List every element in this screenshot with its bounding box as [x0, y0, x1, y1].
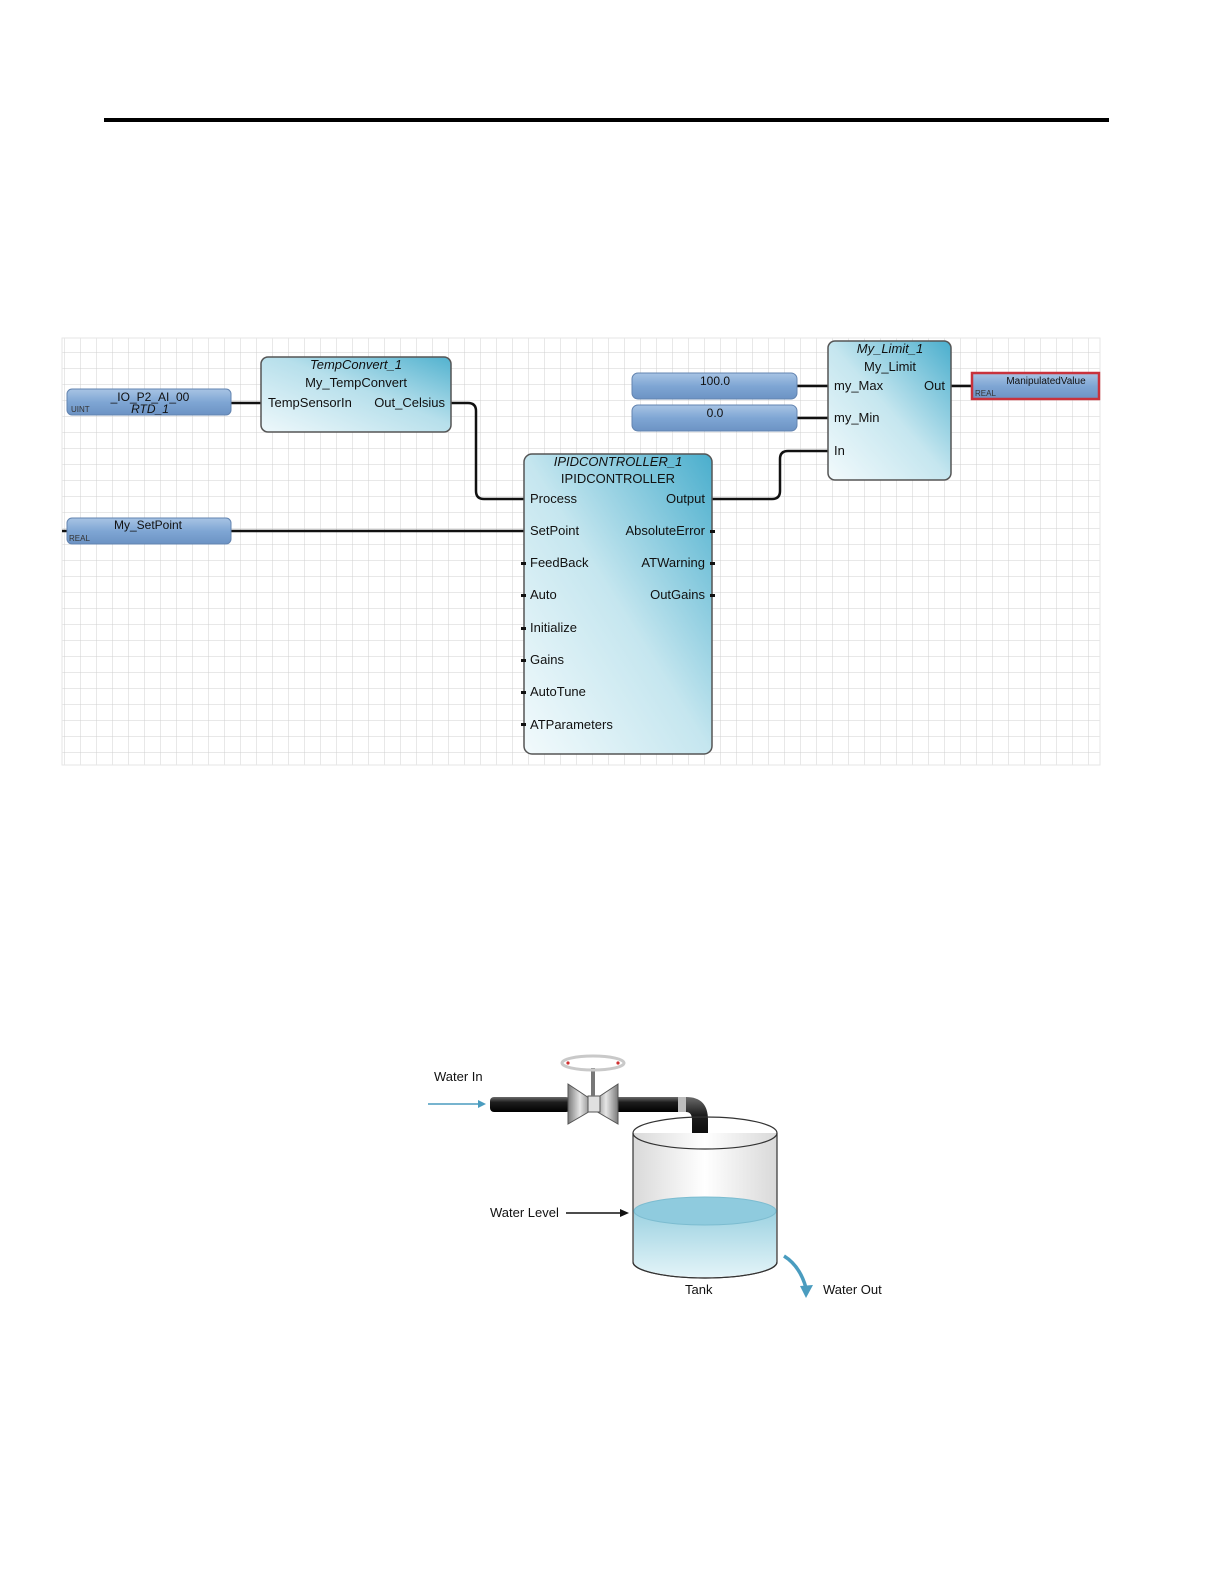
pid-pin-setpoint: SetPoint [530, 523, 580, 538]
pid-type: IPIDCONTROLLER [561, 471, 675, 486]
label-tank: Tank [685, 1282, 713, 1297]
pid-pin-atwarning: ATWarning [641, 555, 705, 570]
pid-pin-process: Process [530, 491, 577, 506]
pid-pin-auto: Auto [530, 587, 557, 602]
limit-type: My_Limit [864, 359, 916, 374]
label-water-out: Water Out [823, 1282, 882, 1297]
pid-pin-atparameters: ATParameters [530, 717, 613, 732]
arrow-water-out [783, 1254, 813, 1298]
tempconvert-in-pin: TempSensorIn [268, 395, 352, 410]
valve-icon [560, 1054, 626, 1125]
header-rule [104, 118, 1109, 122]
input-var-setpoint[interactable]: My_SetPoint REAL [66, 517, 232, 545]
tank [632, 1116, 778, 1279]
label-water-level: Water Level [490, 1205, 559, 1220]
arrow-water-in [428, 1100, 486, 1108]
pid-output-pins: Output AbsoluteError ATWarning OutGains [626, 491, 706, 602]
wire-output-to-limit [710, 449, 830, 501]
const-max[interactable]: 100.0 [631, 372, 798, 400]
limit-pin-in: In [834, 443, 845, 458]
pid-pin-absoluteerror: AbsoluteError [626, 523, 706, 538]
limit-pin-out: Out [924, 378, 945, 393]
limit-instance: My_Limit_1 [857, 341, 923, 356]
tempconvert-instance: TempConvert_1 [310, 357, 402, 372]
rtd-line2: RTD_1 [131, 402, 169, 416]
pid-pin-outgains: OutGains [650, 587, 705, 602]
const-max-value: 100.0 [700, 374, 730, 388]
limit-block[interactable]: My_Limit_1 My_Limit my_Max my_Min In Out [827, 340, 952, 481]
pid-block[interactable]: IPIDCONTROLLER_1 IPIDCONTROLLER Process … [521, 453, 715, 755]
const-min[interactable]: 0.0 [631, 404, 798, 432]
pid-pin-output: Output [666, 491, 705, 506]
pid-instance: IPIDCONTROLLER_1 [554, 454, 683, 469]
const-min-value: 0.0 [707, 406, 724, 420]
limit-pin-max: my_Max [834, 378, 884, 393]
pid-input-pins: Process SetPoint FeedBack Auto Initializ… [530, 491, 613, 732]
tempconvert-out-pin: Out_Celsius [374, 395, 445, 410]
pid-pin-gains: Gains [530, 652, 564, 667]
arrow-water-level [566, 1209, 629, 1217]
limit-pin-min: my_Min [834, 410, 880, 425]
pid-pin-stubs [521, 530, 715, 726]
output-var-type: REAL [975, 389, 996, 398]
tank-diagram: Water In Water Level [428, 1054, 882, 1298]
pid-pin-initialize: Initialize [530, 620, 577, 635]
tempconvert-type: My_TempConvert [305, 375, 407, 390]
setpoint-type: REAL [69, 534, 90, 543]
output-var-name: ManipulatedValue [1006, 376, 1086, 387]
tempconvert-block[interactable]: TempConvert_1 My_TempConvert TempSensorI… [260, 356, 452, 433]
inlet-pipe [490, 1097, 570, 1112]
wire-tempconvert-to-process [451, 401, 526, 501]
input-var-rtd[interactable]: _IO_P2_AI_00 RTD_1 UINT [66, 388, 232, 416]
output-var-manipulatedvalue[interactable]: ManipulatedValue REAL [970, 371, 1101, 401]
pid-pin-autotune: AutoTune [530, 684, 586, 699]
setpoint-name: My_SetPoint [114, 518, 183, 532]
label-water-in: Water In [434, 1069, 483, 1084]
rtd-line1: _IO_P2_AI_00 [110, 390, 190, 404]
pid-pin-feedback: FeedBack [530, 555, 589, 570]
rtd-type: UINT [71, 405, 90, 414]
